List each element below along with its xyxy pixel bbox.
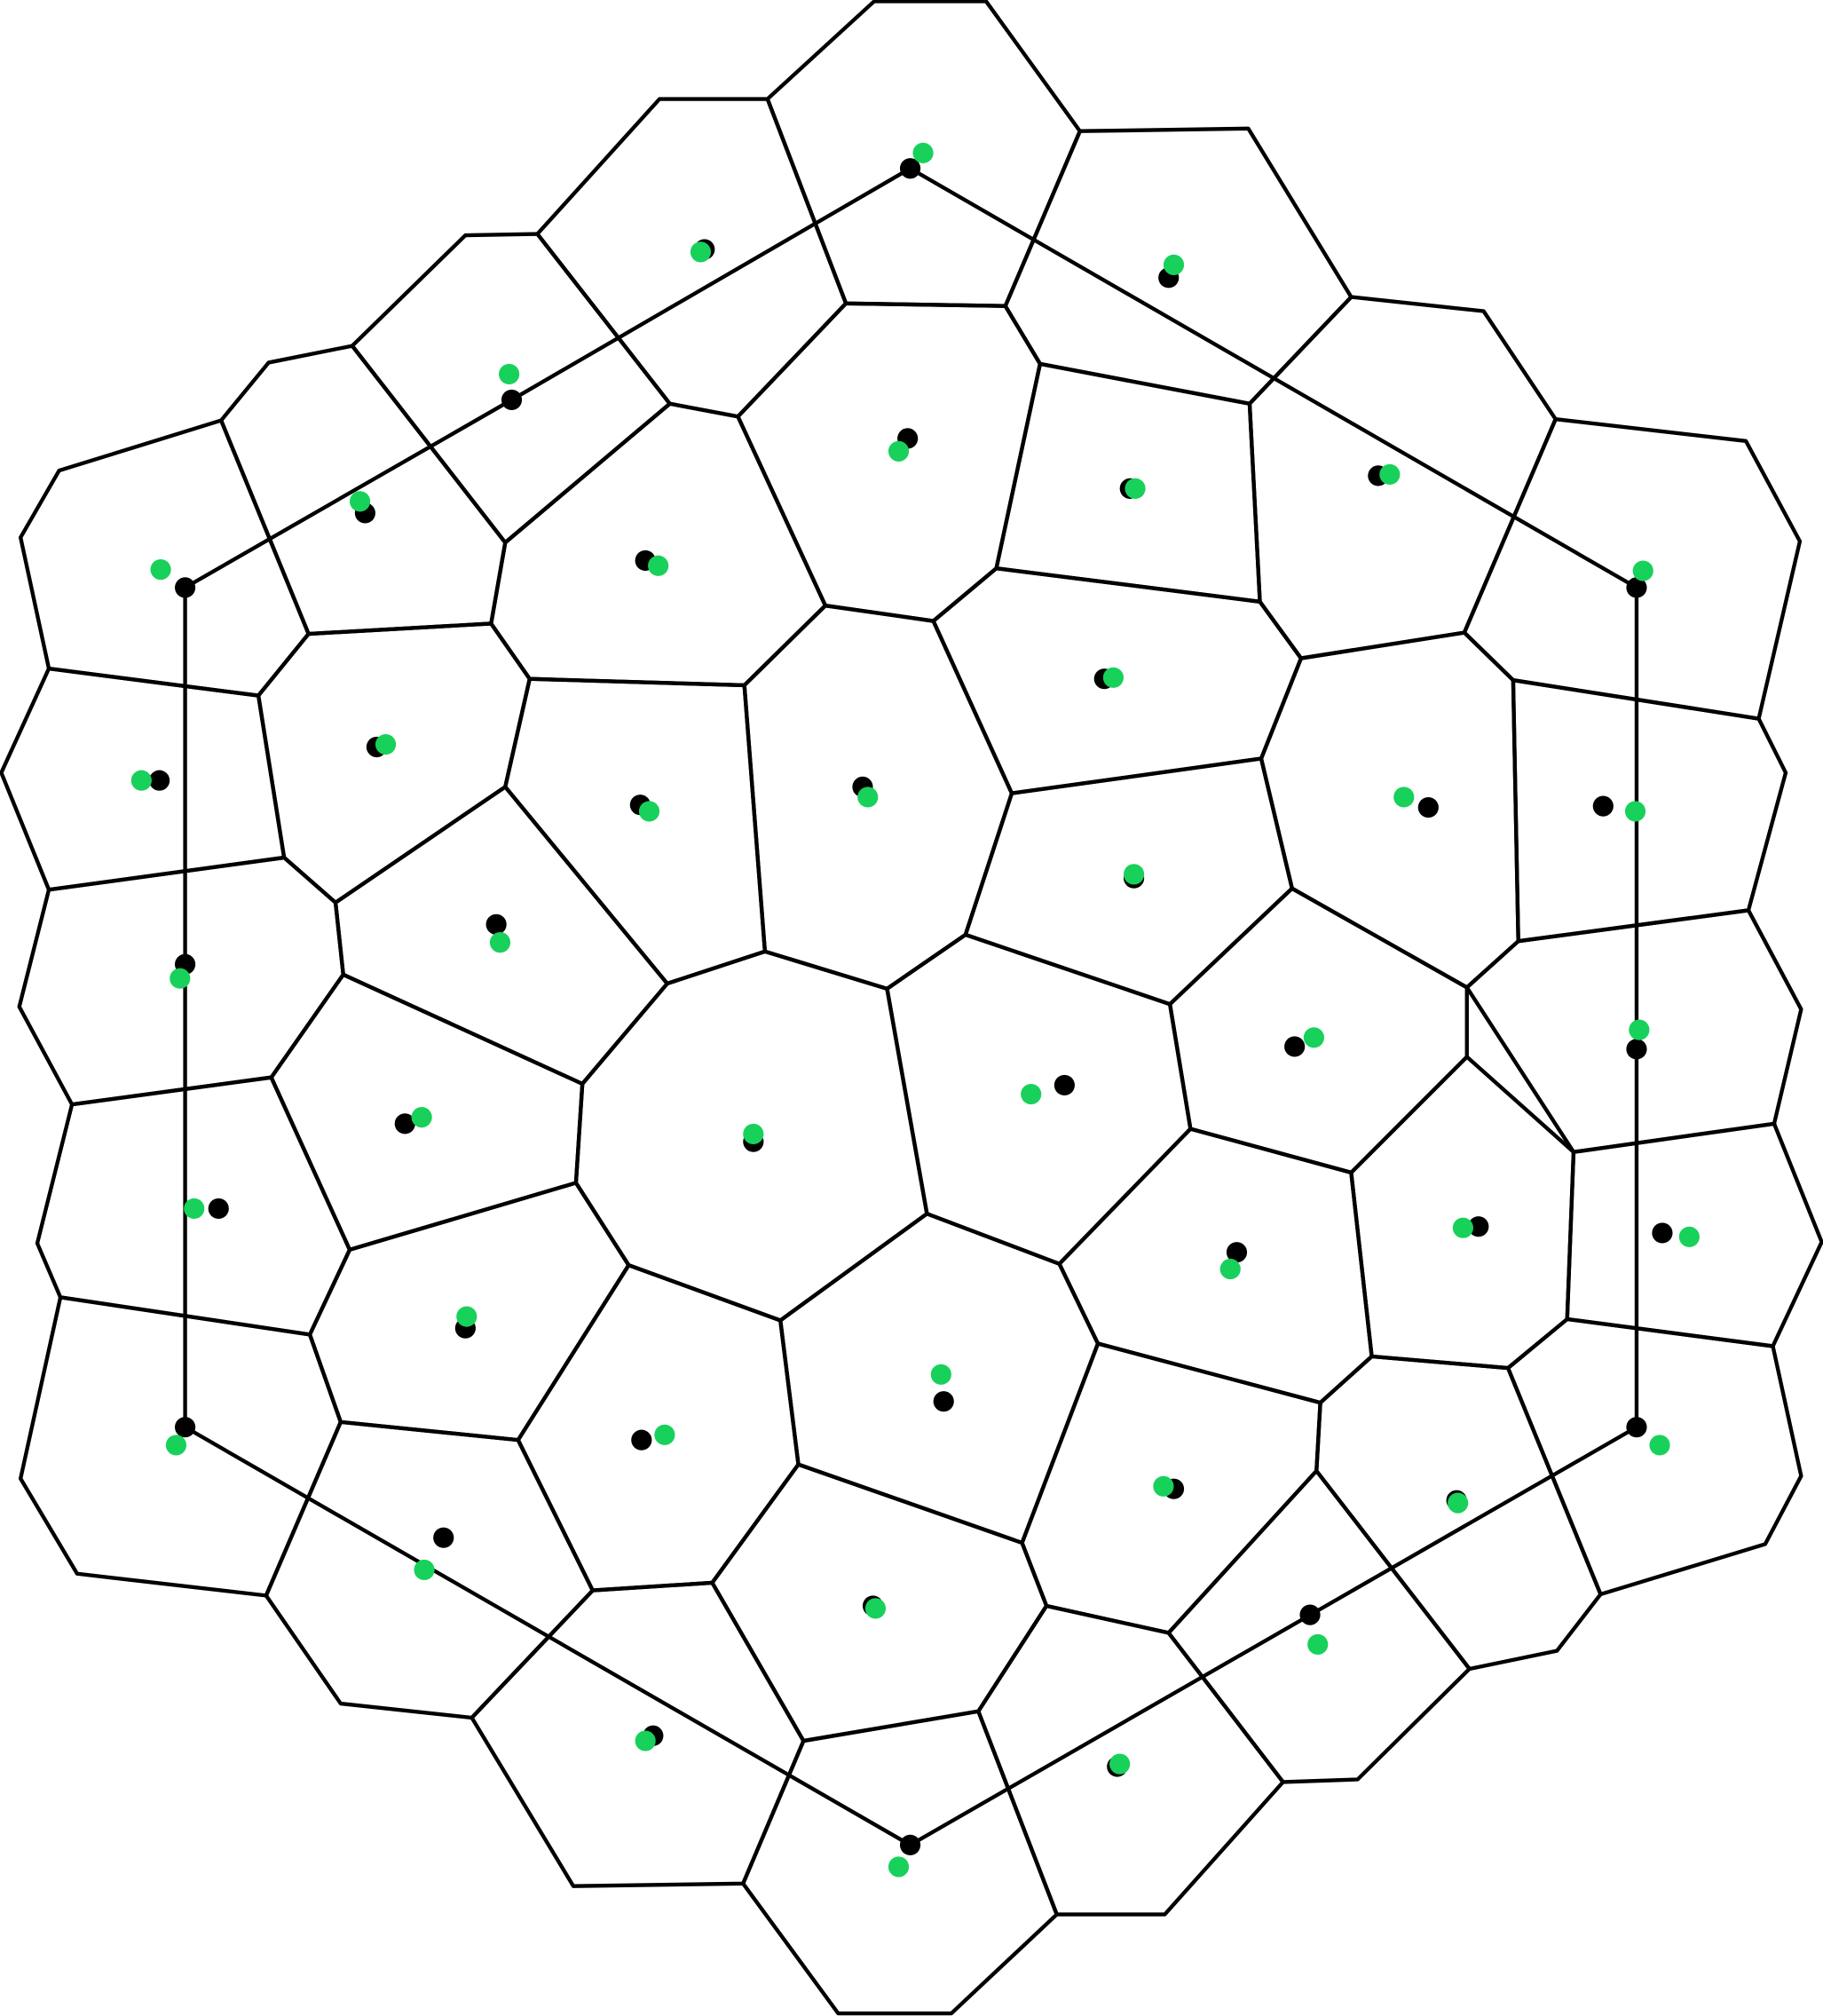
voronoi-cell	[1247, 295, 1558, 660]
site-point	[499, 363, 520, 385]
voronoi-cell	[1057, 1127, 1374, 1405]
site-point	[456, 1306, 477, 1327]
site-point	[150, 559, 171, 581]
voronoi-cell	[976, 1603, 1285, 1917]
centroid-point	[933, 1391, 954, 1412]
site-point	[170, 968, 191, 989]
centroid-point	[1626, 1417, 1647, 1438]
centroid-point	[1417, 796, 1439, 818]
voronoi-cell	[350, 232, 672, 545]
site-point	[912, 142, 934, 163]
centroid-point	[1299, 1604, 1321, 1625]
site-point	[1624, 801, 1646, 822]
site-point	[857, 787, 879, 808]
site-point	[864, 1598, 887, 1619]
site-point	[690, 241, 712, 263]
site-point	[930, 1364, 951, 1385]
site-point	[414, 1559, 435, 1581]
centroid-point	[1284, 1036, 1306, 1057]
voronoi-cell	[1259, 630, 1520, 990]
site-point	[1219, 1258, 1241, 1280]
site-point	[184, 1198, 205, 1220]
centroid-point	[1626, 577, 1647, 598]
voronoi-cell	[736, 301, 1043, 623]
site-point	[1448, 1492, 1469, 1514]
centroid-point	[1468, 1216, 1489, 1237]
site-point	[1678, 1226, 1700, 1247]
voronoi-cell	[489, 401, 828, 688]
centroid-point	[433, 1527, 454, 1548]
site-point	[375, 734, 397, 755]
site-point	[635, 1730, 656, 1751]
centroid-point	[899, 1834, 921, 1855]
centroid-point	[1226, 1242, 1248, 1263]
site-point	[1393, 787, 1415, 808]
site-point	[1303, 1027, 1324, 1048]
centroid-point	[899, 158, 921, 179]
centroid-point	[1592, 795, 1614, 817]
site-point	[1021, 1083, 1042, 1105]
boundary-polyline	[183, 166, 1639, 1847]
centroid-points	[149, 158, 1673, 1855]
site-point	[1307, 1633, 1329, 1656]
voronoi-cell	[218, 344, 508, 636]
site-point	[1629, 1019, 1650, 1040]
site-point	[1125, 478, 1146, 499]
site-point	[1452, 1217, 1474, 1238]
site-point	[648, 555, 669, 576]
site-points	[130, 142, 1700, 1878]
site-point	[1163, 254, 1185, 275]
centroid-point	[631, 1429, 652, 1451]
voronoi-cell	[19, 418, 311, 698]
site-point	[888, 440, 910, 462]
site-point	[1102, 667, 1125, 688]
site-point	[1379, 463, 1401, 486]
centroid-point	[1054, 1074, 1075, 1095]
centroid-point	[1626, 1039, 1647, 1060]
site-point	[1109, 1753, 1131, 1775]
voronoi-cell	[535, 97, 848, 419]
voronoi-cell	[1565, 1121, 1823, 1348]
centroid-point	[208, 1198, 229, 1220]
site-point	[489, 932, 511, 953]
voronoi-cell	[1511, 678, 1788, 944]
centroid-point	[501, 389, 523, 411]
site-point	[1649, 1435, 1670, 1456]
site-point	[888, 1856, 910, 1878]
site-point	[654, 1424, 675, 1445]
boundary-polygon-layer	[183, 166, 1639, 1847]
site-point	[743, 1123, 764, 1145]
site-point	[1124, 864, 1145, 885]
site-point	[1153, 1475, 1174, 1497]
centroid-point	[485, 913, 507, 935]
site-point	[411, 1107, 432, 1128]
site-point	[349, 491, 371, 512]
voronoi-cell	[1462, 416, 1803, 721]
site-point	[165, 1435, 187, 1456]
centroid-point	[174, 1417, 196, 1438]
centroid-point	[149, 770, 170, 791]
site-point	[638, 801, 660, 822]
centroid-point	[174, 577, 196, 598]
centroid-point	[394, 1113, 415, 1134]
voronoi-cell	[1505, 1316, 1803, 1597]
site-point	[130, 770, 152, 791]
voronoi-cell	[1166, 1468, 1472, 1784]
centroid-point	[1652, 1222, 1673, 1244]
site-point	[1632, 560, 1653, 581]
